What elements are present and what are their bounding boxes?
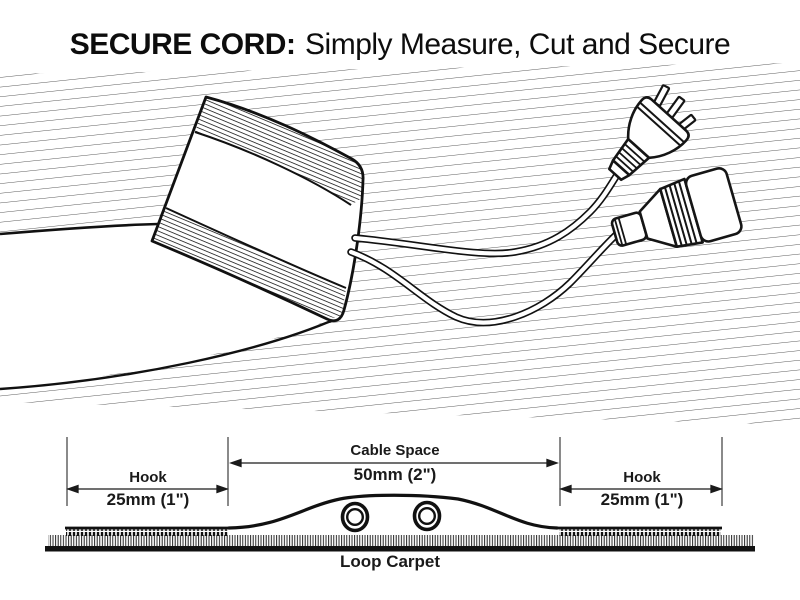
secure-cord-strip-folded-end	[150, 95, 365, 323]
power-plug-male	[607, 84, 697, 182]
hook-band-bottom	[152, 208, 346, 318]
loop-carpet-base	[45, 535, 755, 552]
cross-section-diagram	[45, 437, 755, 552]
cable-space-label: Cable Space	[350, 442, 440, 459]
cable-hump	[227, 493, 559, 530]
hook-band-top	[195, 97, 363, 205]
cable-space-dimension: 50mm (2")	[353, 465, 437, 484]
power-cords	[347, 171, 622, 327]
hook-teeth-left	[66, 529, 228, 536]
loop-carpet-label: Loop Carpet	[339, 552, 441, 571]
cord-to-male-plug	[351, 171, 621, 258]
title-tagline: Simply Measure, Cut and Secure	[305, 28, 731, 61]
strip-cross-section	[65, 493, 722, 536]
hook-right-dimension: 25mm (1")	[600, 490, 684, 509]
dimension-arrows	[66, 458, 723, 494]
hook-right-label: Hook	[623, 469, 661, 486]
carpet-loop-texture	[48, 535, 754, 546]
brand-name: SECURE CORD:	[69, 28, 296, 61]
cable-cross-sections	[340, 500, 442, 533]
hook-left-label: Hook	[129, 469, 167, 486]
power-plug-socket	[610, 167, 743, 248]
hook-teeth-right	[559, 529, 721, 536]
cord-to-socket-plug	[347, 229, 622, 327]
dimension-extension-lines	[66, 437, 723, 506]
secure-cord-strip-flat	[0, 222, 340, 391]
page-title: SECURE CORD: Simply Measure, Cut and Secu…	[0, 28, 800, 62]
carpet-backing-bar	[45, 546, 755, 552]
socket-head	[684, 167, 743, 243]
hook-left-dimension: 25mm (1")	[106, 490, 190, 509]
main-illustration	[0, 63, 800, 425]
